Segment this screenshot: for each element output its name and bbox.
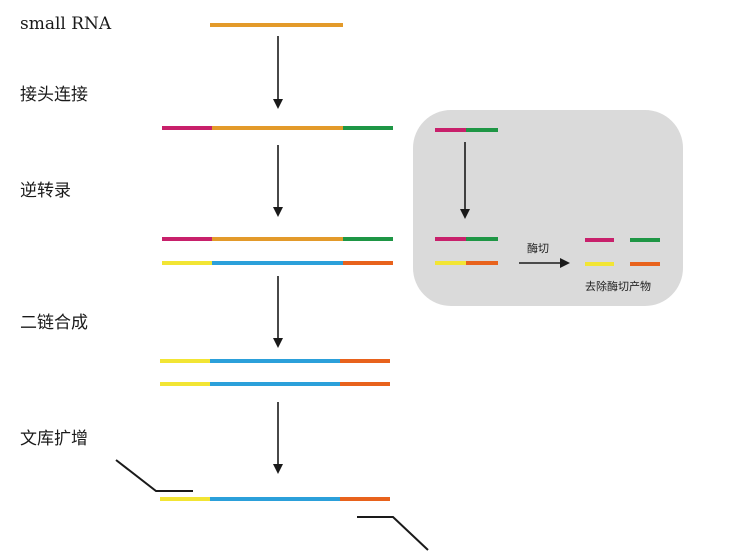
pcr-primer-left	[115, 459, 193, 492]
inset-panel	[413, 110, 683, 306]
step-label-reverse-transcription: 逆转录	[20, 181, 71, 201]
step-label-second-strand: 二链合成	[20, 313, 88, 333]
step-label-library-amplification: 文库扩增	[20, 429, 88, 449]
enzyme-label: 酶切	[527, 242, 549, 255]
product-label: 去除酶切产物	[585, 279, 651, 293]
step-label-adapter-ligation: 接头连接	[20, 85, 88, 105]
pcr-primer-right	[357, 516, 429, 551]
step-label-small-rna: small RNA	[20, 14, 112, 34]
